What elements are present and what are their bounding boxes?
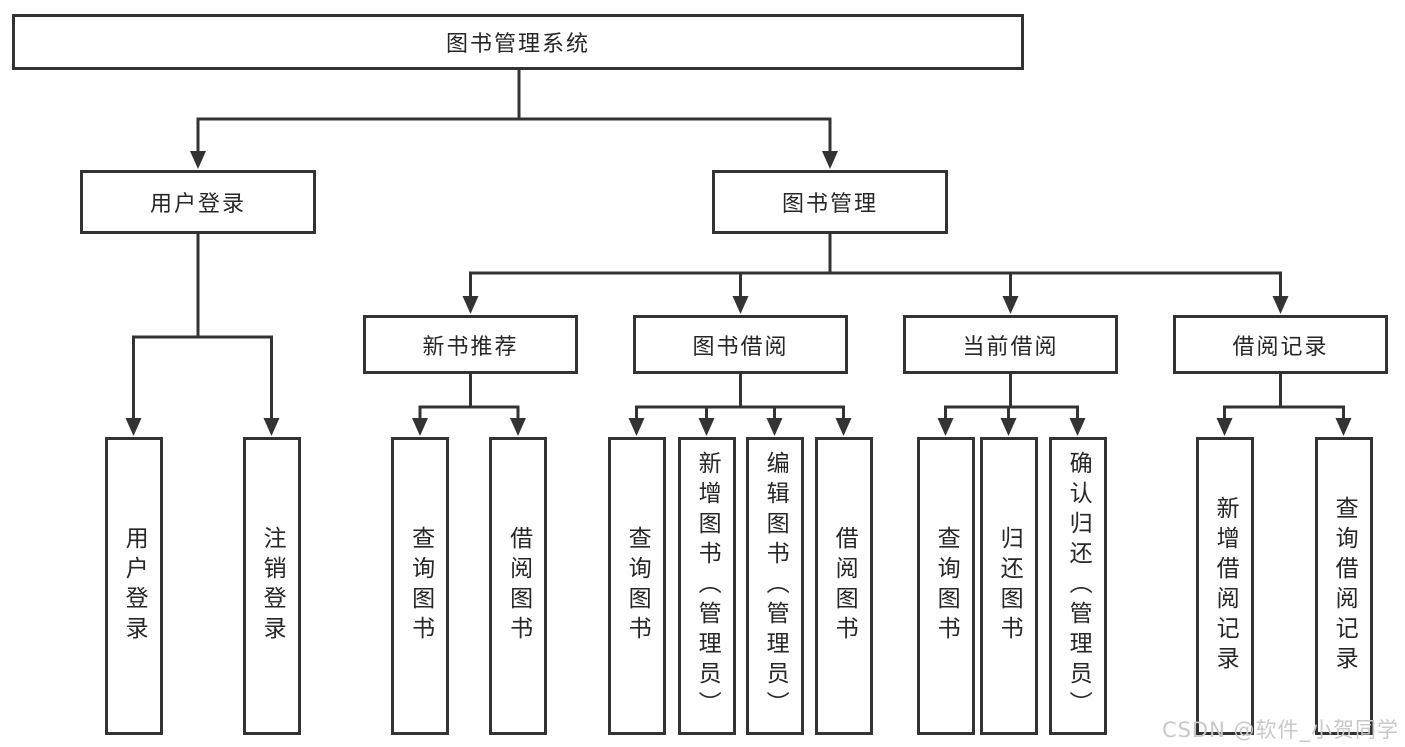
leaf-bb-edit-book-admin: 编辑图书（管理员） (745, 437, 804, 735)
node-new-book-recommend: 新书推荐 (363, 315, 578, 374)
arrowheads (125, 151, 1352, 436)
node-book-management: 图书管理 (712, 170, 948, 234)
leaf-logout-label: 注销登录 (259, 526, 286, 646)
leaf-user-login: 用户登录 (104, 437, 163, 735)
leaf-user-login-label: 用户登录 (121, 526, 148, 646)
bar-level2 (196, 117, 832, 153)
leaf-bb-edit-book-admin-label: 编辑图书（管理员） (762, 451, 789, 721)
leaf-bb-borrow-books-label: 借阅图书 (831, 526, 858, 646)
node-current-borrowing: 当前借阅 (903, 315, 1118, 374)
leaf-cb-return-books-label: 归还图书 (996, 526, 1023, 646)
leaf-bb-add-book-admin-label: 新增图书（管理员） (694, 451, 721, 721)
leaf-bb-borrow-books: 借阅图书 (814, 437, 873, 735)
leaf-bb-add-book-admin: 新增图书（管理员） (677, 437, 736, 735)
node-borrowing-records: 借阅记录 (1173, 315, 1388, 374)
leaf-bb-query-books-label: 查询图书 (624, 526, 651, 646)
leaf-nbr-query-books: 查询图书 (391, 437, 449, 735)
node-root: 图书管理系统 (12, 14, 1024, 70)
node-user-login: 用户登录 (80, 170, 316, 234)
leaf-nbr-query-books-label: 查询图书 (407, 526, 434, 646)
leaf-nbr-borrow-books: 借阅图书 (489, 437, 547, 735)
leaf-br-add-record-label: 新增借阅记录 (1212, 496, 1239, 676)
leaf-cb-query-books: 查询图书 (916, 437, 975, 735)
leaf-logout: 注销登录 (242, 437, 301, 735)
leaf-bb-query-books: 查询图书 (607, 437, 666, 735)
bar-level3 (469, 271, 1282, 299)
leaf-cb-confirm-return-admin: 确认归还（管理员） (1048, 437, 1107, 735)
bar-new-book-children (418, 405, 520, 420)
leaf-cb-confirm-return-admin-label: 确认归还（管理员） (1065, 451, 1092, 721)
leaf-cb-return-books: 归还图书 (979, 437, 1038, 735)
node-book-borrowing: 图书借阅 (633, 315, 848, 374)
bar-book-borrow-children (635, 405, 845, 420)
leaf-cb-query-books-label: 查询图书 (933, 526, 960, 646)
leaf-br-add-record: 新增借阅记录 (1195, 437, 1254, 735)
bar-user-login-children (132, 335, 273, 420)
leaf-br-query-record-label: 查询借阅记录 (1331, 496, 1358, 676)
watermark: CSDN @软件_小贺同学 (1161, 718, 1399, 742)
bar-current-borrow-children (944, 405, 1079, 420)
leaf-nbr-borrow-books-label: 借阅图书 (505, 526, 532, 646)
leaf-br-query-record: 查询借阅记录 (1314, 437, 1373, 735)
bar-borrow-record-children (1223, 405, 1345, 420)
